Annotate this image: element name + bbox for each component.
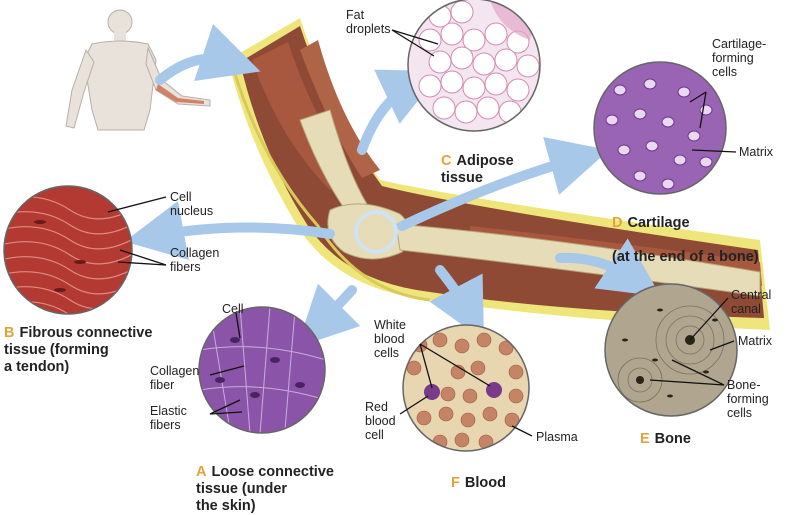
arrow-to-arm <box>155 24 261 85</box>
caption-name: Blood <box>464 475 506 491</box>
label-cartilage-forming-cells: Cartilage- forming cells <box>712 37 767 79</box>
caption-name: Fibrous connective tissue (forming a ten… <box>4 325 153 375</box>
label-bone-forming-cells: Bone- forming cells <box>727 378 769 420</box>
label-bone-matrix: Matrix <box>738 334 773 348</box>
caption-letter: E <box>640 431 650 447</box>
label-fat-droplets: Fat droplets <box>346 8 391 36</box>
arrow-to-fibrous <box>124 201 335 261</box>
label-plasma: Plasma <box>536 430 578 444</box>
caption-name: Loose connective tissue (under the skin) <box>196 464 334 514</box>
label-cell: Cell <box>222 302 244 316</box>
caption-name: Cartilage <box>627 215 690 231</box>
micrograph-loose <box>199 307 325 433</box>
arrow-to-cartilage <box>397 137 609 231</box>
leader-lines <box>107 29 737 437</box>
label-red-blood-cell: Red blood cell <box>365 400 396 442</box>
caption-name: Bone <box>654 431 691 447</box>
micrograph-bone <box>605 284 737 416</box>
caption-letter: C <box>441 153 452 169</box>
micrograph-cartilage <box>594 62 726 194</box>
arrow-to-adipose <box>357 69 442 155</box>
micrograph-fibrous <box>4 186 132 314</box>
caption-letter: F <box>451 475 460 491</box>
arrows <box>124 24 661 348</box>
label-central-canal: Central canal <box>731 288 772 316</box>
connective-tissue-diagram <box>3 0 770 452</box>
human-figure <box>65 9 211 131</box>
caption-letter: A <box>196 464 207 480</box>
caption-letter: B <box>4 325 15 341</box>
caption-letter: D <box>612 215 623 231</box>
label-cell-nucleus: Cell nucleus <box>170 190 214 218</box>
label-cartilage-matrix: Matrix <box>739 145 774 159</box>
caption-name: Adipose tissue <box>441 153 514 186</box>
micrograph-adipose <box>408 0 540 131</box>
caption-subtitle: (at the end of a bone) <box>612 249 759 265</box>
label-elastic-fibers: Elastic fibers <box>150 404 187 432</box>
arrow-to-loose <box>296 283 361 348</box>
label-collagen-fiber: Collagen fiber <box>150 364 200 392</box>
label-white-blood-cells: White blood cells <box>374 318 406 360</box>
arrow-to-blood <box>429 265 484 341</box>
label-collagen-fibers-b: Collagen fibers <box>170 246 220 274</box>
arrow-to-bone <box>555 238 661 297</box>
